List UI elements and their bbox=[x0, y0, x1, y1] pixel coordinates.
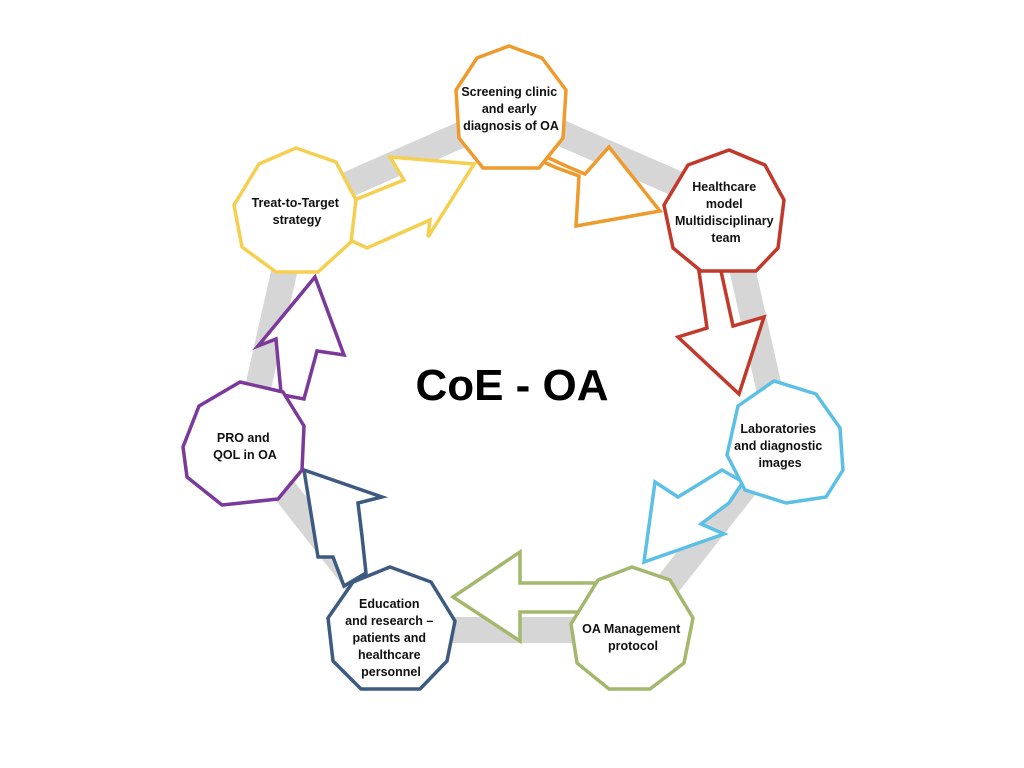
node-pro-qol-line-2: QOL in OA bbox=[213, 448, 277, 462]
node-management-line-1: OA Management bbox=[582, 622, 681, 636]
node-healthcare-model-line-4: team bbox=[711, 231, 740, 245]
node-laboratories-line-1: Laboratories bbox=[740, 422, 816, 436]
node-healthcare-model-shape bbox=[662, 148, 786, 273]
node-management: OA Management protocol bbox=[569, 565, 695, 691]
node-laboratories-shape bbox=[725, 379, 845, 505]
node-pro-qol-line-1: PRO and bbox=[217, 431, 270, 445]
node-management-line-2: protocol bbox=[608, 639, 658, 653]
node-screening-shape bbox=[454, 44, 568, 170]
node-management-label: OA Management protocol bbox=[582, 622, 684, 653]
node-education-line-4: healthcare bbox=[358, 648, 421, 662]
node-pro-qol-shape bbox=[181, 380, 306, 507]
node-education-line-1: Education bbox=[359, 597, 419, 611]
node-laboratories-line-3: images bbox=[758, 456, 801, 470]
node-treat-to-target: Treat-to-Target strategy bbox=[232, 146, 358, 274]
node-screening: Screening clinic and early diagnosis of … bbox=[454, 44, 568, 170]
node-healthcare-model-line-3: Multidisciplinary bbox=[675, 214, 774, 228]
node-healthcare-model-line-2: model bbox=[706, 197, 743, 211]
node-education-line-2: and research – bbox=[345, 614, 433, 628]
arrow-laboratories-to-management bbox=[641, 467, 746, 565]
node-education-shape bbox=[326, 565, 457, 691]
node-screening-label: Screening clinic and early diagnosis of … bbox=[461, 85, 560, 133]
node-education: Education and research – patients and he… bbox=[326, 565, 457, 691]
node-treat-to-target-label: Treat-to-Target strategy bbox=[252, 196, 343, 227]
node-laboratories: Laboratories and diagnostic images bbox=[725, 379, 845, 505]
node-healthcare-model-line-1: Healthcare bbox=[692, 180, 756, 194]
node-screening-line-1: Screening clinic bbox=[461, 85, 557, 99]
node-healthcare-model-label: Healthcare model Multidisciplinary team bbox=[675, 180, 777, 245]
node-laboratories-line-2: and diagnostic bbox=[734, 439, 822, 453]
node-laboratories-label: Laboratories and diagnostic images bbox=[734, 422, 826, 470]
node-treat-to-target-line-1: Treat-to-Target bbox=[252, 196, 340, 210]
node-screening-line-3: diagnosis of OA bbox=[463, 119, 559, 133]
center-title: CoE - OA bbox=[415, 361, 608, 410]
arrow-education-to-pro-qol bbox=[301, 467, 389, 589]
node-treat-to-target-shape bbox=[232, 146, 358, 274]
node-screening-line-2: and early bbox=[482, 102, 537, 116]
node-management-shape bbox=[569, 565, 695, 691]
node-treat-to-target-line-2: strategy bbox=[273, 213, 322, 227]
node-education-line-5: personnel bbox=[361, 665, 421, 679]
node-pro-qol-label: PRO and QOL in OA bbox=[213, 431, 277, 462]
node-healthcare-model: Healthcare model Multidisciplinary team bbox=[662, 148, 786, 273]
node-education-line-3: patients and bbox=[352, 631, 426, 645]
node-education-label: Education and research – patients and he… bbox=[345, 597, 437, 679]
arrow-treat-to-target-to-screening bbox=[339, 154, 478, 250]
node-pro-qol: PRO and QOL in OA bbox=[181, 380, 306, 507]
arrow-pro-qol-to-treat-to-target bbox=[252, 273, 347, 402]
